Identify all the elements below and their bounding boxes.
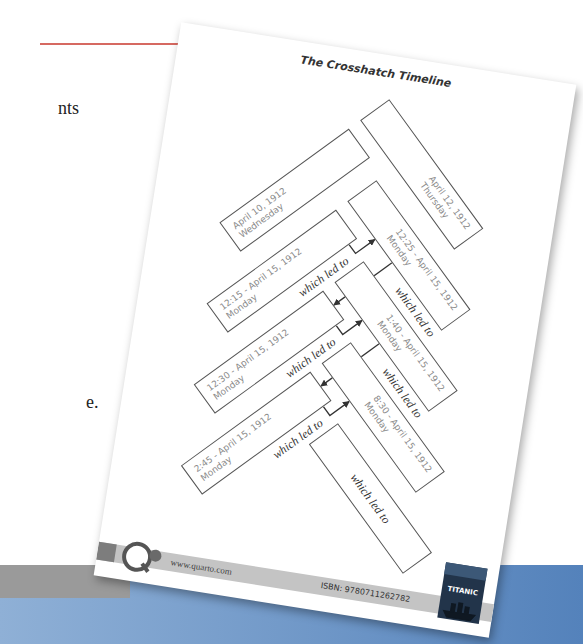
timeline-frame: April 10, 1912WednesdayApril 12, 1912Thu… — [219, 223, 220, 224]
box-text-group: 8:30 - April 15, 1912Monday — [362, 394, 434, 482]
box-text-group: 2:45 - April 15, 1912Monday — [192, 412, 280, 484]
ship-silhouette — [443, 601, 477, 622]
book-thumbnail — [437, 562, 487, 624]
box-text-group: April 12, 1912Thursday — [417, 175, 472, 239]
footer-bar — [96, 542, 494, 622]
box-text-group: which led to — [347, 471, 394, 527]
slide-text-fragment: nts — [58, 98, 79, 119]
logo-ring — [122, 542, 152, 572]
date-text: 12:30 - April 15, 1912 — [205, 328, 291, 395]
box-text-group: April 10, 1912Wednesday — [231, 186, 295, 241]
box-caption: which led to — [347, 471, 394, 527]
slide-text-fragment: e. — [86, 392, 99, 413]
book-sky — [444, 562, 487, 580]
date-text: 12:15 - April 15, 1912 — [218, 247, 304, 314]
logo-tail — [141, 564, 149, 572]
box-text-group: 1:40 - April 15, 1912Monday — [375, 313, 447, 401]
page-title: The Crosshatch Timeline — [177, 34, 574, 109]
worksheet-page: April 10, 1912Wednesday April 12, 1912Thu… — [94, 22, 577, 638]
footer-block — [96, 542, 117, 563]
page-footer-art — [94, 22, 577, 638]
date-text: 2:45 - April 15, 1912 — [192, 412, 273, 475]
logo-dot — [149, 549, 163, 563]
